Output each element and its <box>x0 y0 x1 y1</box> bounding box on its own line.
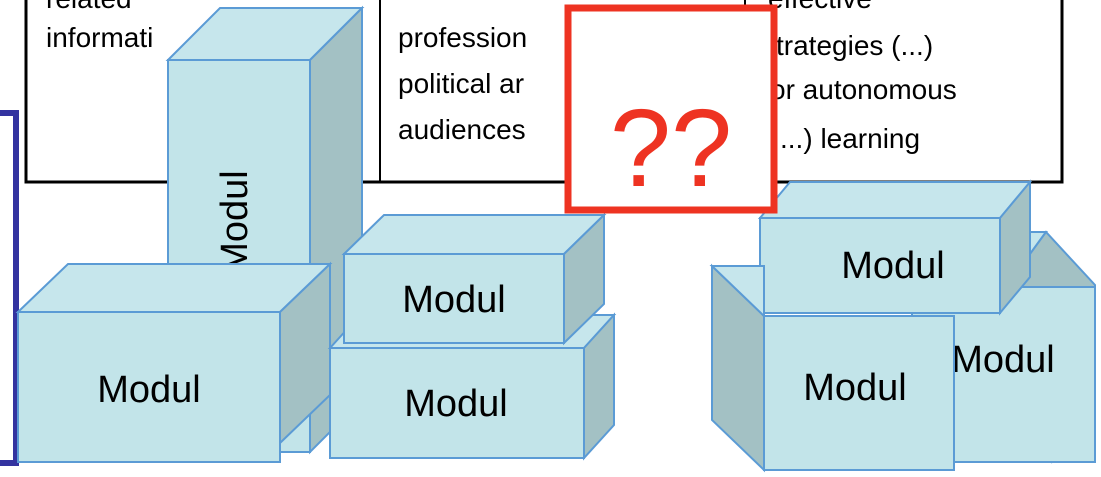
module-right-front: Modul <box>709 263 955 473</box>
module-big-left: Modul <box>15 261 333 463</box>
module-right-front-label: Modul <box>803 367 907 409</box>
table-col3-line1: effective <box>768 0 872 14</box>
table-col2-line3: audiences <box>398 114 526 145</box>
module-big-left-label: Modul <box>97 369 201 411</box>
table-col1-line1: related <box>46 0 132 14</box>
question-border <box>564 4 778 214</box>
module-right-top-label: Modul <box>841 245 945 287</box>
question-box: ?? <box>564 4 778 214</box>
table-col2-line1: profession <box>398 22 527 53</box>
table-col1-line2: informati <box>46 22 153 53</box>
table-col2-line2: political ar <box>398 68 524 99</box>
question-marks: ?? <box>610 87 732 210</box>
left-bracket <box>0 110 19 466</box>
module-mid-upper: Modul <box>341 212 607 346</box>
module-tall-label: Modul <box>214 170 256 274</box>
module-right-back-label: Modul <box>951 339 1055 381</box>
table-col3-line2: strategies (...) <box>762 30 933 61</box>
module-mid-upper-label: Modul <box>402 279 506 321</box>
table-col3-line4: ...) learning <box>780 123 920 154</box>
module-mid-lower-label: Modul <box>404 383 508 425</box>
table-col3-line3: or autonomous <box>770 74 957 105</box>
module-right-top: Modul <box>757 179 1033 316</box>
